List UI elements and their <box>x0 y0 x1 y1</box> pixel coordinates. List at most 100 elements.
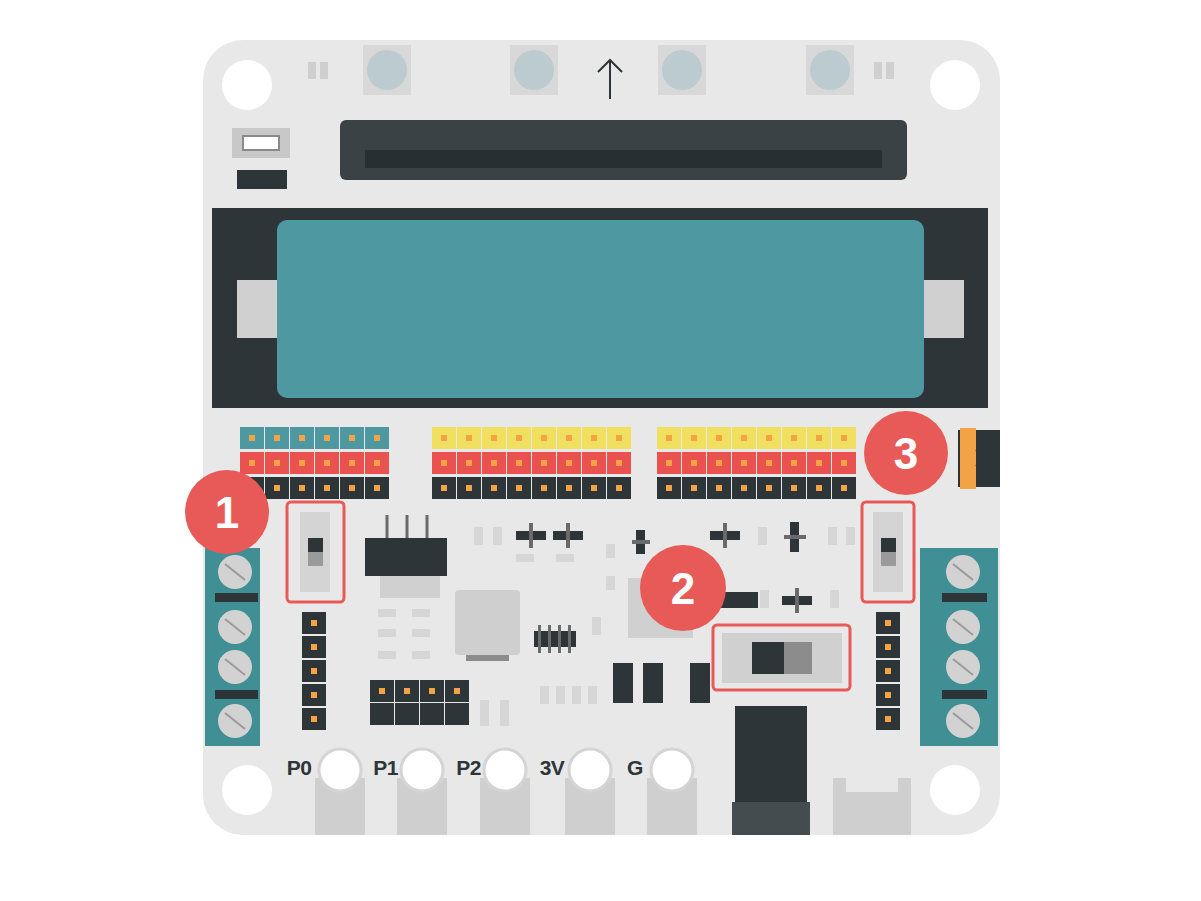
components-part <box>720 592 758 608</box>
top-leds-part <box>886 62 894 79</box>
pin-dot <box>885 692 891 698</box>
dc-jack <box>732 706 810 835</box>
direction-arrow-part <box>609 60 611 99</box>
edge-connector-part <box>365 150 882 168</box>
board-part <box>930 60 980 110</box>
components-part-part <box>588 686 597 704</box>
pin-dot <box>541 460 547 466</box>
components-part-part <box>568 625 571 653</box>
pin-dot <box>466 435 472 441</box>
ground-pin <box>732 477 756 499</box>
top-leds <box>308 45 894 95</box>
pin-dot <box>349 485 355 491</box>
components-part-part <box>592 617 601 635</box>
power-pin <box>240 452 264 474</box>
reset-button-part <box>243 136 279 150</box>
components-part-part <box>474 527 483 545</box>
components-part-part <box>378 651 396 659</box>
top-leds-part <box>363 45 411 95</box>
terminal-left-part <box>225 564 245 580</box>
edge-connector-part <box>340 120 907 180</box>
power-pin <box>832 452 856 474</box>
pin-dot <box>374 460 380 466</box>
components-part-part <box>606 544 615 558</box>
edge-pads-part <box>401 749 443 791</box>
components-part <box>378 527 855 726</box>
terminal-left-part <box>218 704 252 738</box>
pin-dot <box>841 435 847 441</box>
edge-connector <box>340 120 907 180</box>
pin-dot <box>566 485 572 491</box>
pin-dot <box>616 485 622 491</box>
ground-pin <box>315 477 339 499</box>
power-pin <box>757 452 781 474</box>
board-part <box>930 765 980 815</box>
components-part-part <box>558 625 561 653</box>
reset-button-part <box>237 170 287 189</box>
header-pin <box>876 684 900 706</box>
ground-pin <box>782 477 806 499</box>
signal-pin <box>365 427 389 449</box>
switch-right-part <box>862 502 914 602</box>
components-part <box>466 655 509 661</box>
pin-dot <box>885 644 891 650</box>
signal-pin <box>315 427 339 449</box>
pin-dot <box>841 460 847 466</box>
pin-dot <box>441 435 447 441</box>
signal-pin <box>557 427 581 449</box>
pin-dot <box>566 460 572 466</box>
pin-dot <box>541 485 547 491</box>
power-pin <box>607 452 631 474</box>
components-part-part <box>412 609 430 617</box>
terminal-left-part <box>225 713 245 729</box>
terminal-left <box>205 548 260 746</box>
top-leds-part <box>658 45 706 95</box>
signal-pin <box>832 427 856 449</box>
pin-dot <box>491 485 497 491</box>
pin-dot <box>404 688 410 694</box>
ground-pin <box>657 477 681 499</box>
power-pin <box>657 452 681 474</box>
components-part-part <box>830 590 839 608</box>
top-leds-part <box>308 62 316 79</box>
power-switch-part <box>713 625 850 690</box>
pin-dot <box>379 688 385 694</box>
pin-dot <box>274 485 280 491</box>
pin-dot <box>691 460 697 466</box>
ground-pin <box>607 477 631 499</box>
pin-dot <box>616 435 622 441</box>
ground-pin <box>457 477 481 499</box>
top-leds-part <box>806 45 854 95</box>
components-part <box>613 663 633 703</box>
jack-right-part <box>976 450 986 466</box>
top-leds-part <box>662 50 702 90</box>
signal-pin <box>807 427 831 449</box>
callout-circles <box>185 411 948 631</box>
power-switch-part <box>784 642 812 674</box>
pin-dot <box>716 485 722 491</box>
pin-dot <box>311 644 317 650</box>
pin-dot <box>454 688 460 694</box>
components-part <box>690 663 710 703</box>
components-part-part <box>378 609 396 617</box>
terminal-right-part <box>953 619 973 635</box>
components-part-part <box>572 686 581 704</box>
switch-right <box>862 502 914 602</box>
callout-circles-part <box>640 545 726 631</box>
ground-pin <box>432 477 456 499</box>
pin-dot <box>299 460 305 466</box>
board-part <box>222 765 272 815</box>
power-pin <box>532 452 556 474</box>
switch-left-part <box>300 512 330 592</box>
components-part <box>386 515 389 540</box>
pin-dot <box>591 435 597 441</box>
components-part-part <box>378 629 396 637</box>
bottom-connector <box>833 778 911 835</box>
pin-dot <box>299 435 305 441</box>
reset-button-part <box>232 128 290 158</box>
switch-left <box>287 502 344 602</box>
terminal-left-part <box>218 610 252 644</box>
components-part-part <box>846 527 855 545</box>
components-part-part <box>500 700 509 726</box>
